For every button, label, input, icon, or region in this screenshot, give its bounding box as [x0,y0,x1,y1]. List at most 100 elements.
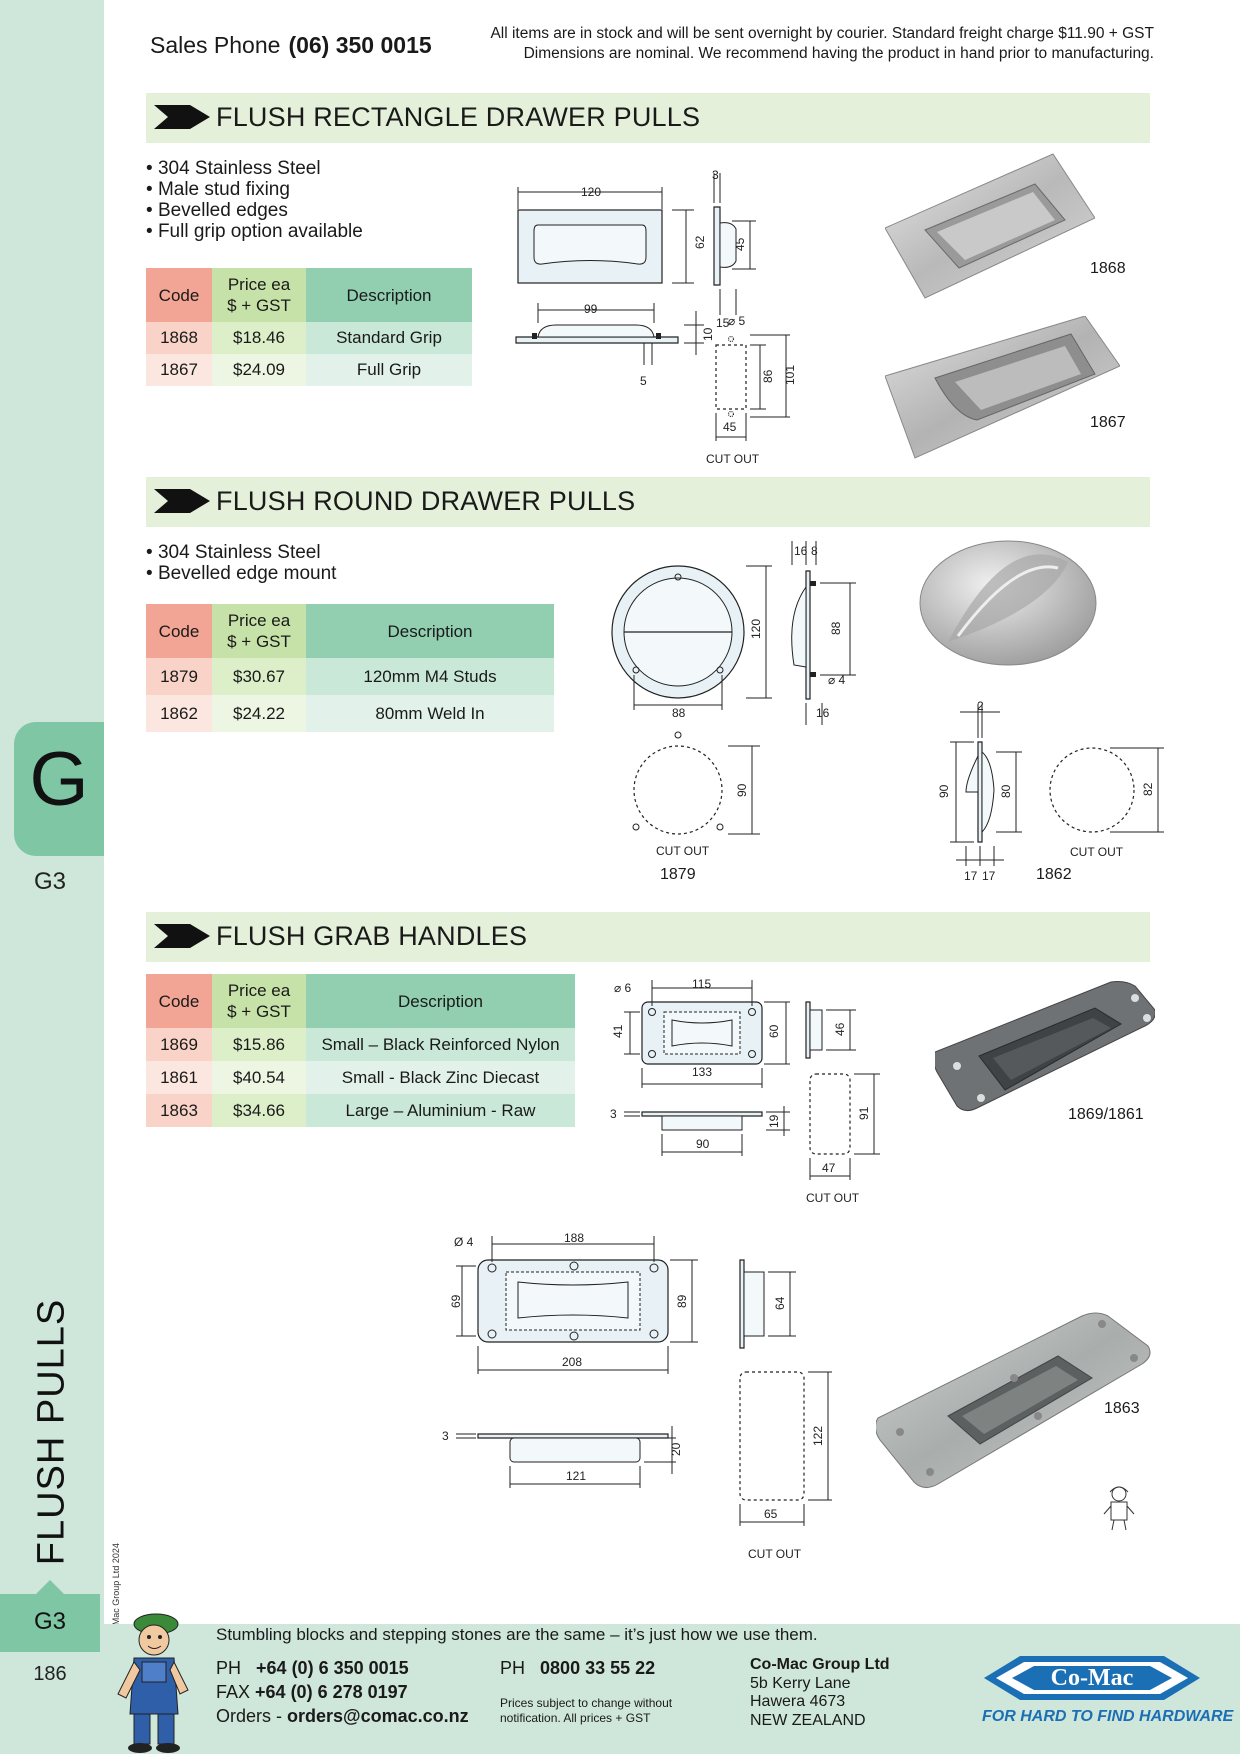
footer-freephone: PH 0800 33 55 22 [500,1658,656,1678]
svg-text:62: 62 [693,235,707,249]
product-photo-1868 [885,153,1095,299]
svg-text:⌀ 5: ⌀ 5 [728,314,746,328]
svg-text:133: 133 [692,1065,712,1079]
sales-number[interactable]: (06) 350 0015 [288,32,432,58]
notice-line-1: All items are in stock and will be sent … [490,25,1154,42]
svg-text:15: 15 [716,316,730,330]
sales-phone: Sales Phone(06) 350 0015 [150,32,432,59]
product-photo-1879 [919,540,1097,666]
col-code: Code [146,974,212,1028]
price-table: Code Price ea$ + GST Description 1869$15… [146,974,575,1127]
svg-text:120: 120 [581,185,601,199]
col-description: Description [306,604,554,658]
photo-label: 1867 [1090,414,1126,431]
svg-text:8: 8 [811,544,818,558]
svg-text:CUT OUT: CUT OUT [656,844,710,858]
feature-item: 304 Stainless Steel [146,158,363,179]
section-bar-round: FLUSH ROUND DRAWER PULLS [146,477,1150,527]
svg-text:CUT OUT: CUT OUT [748,1547,802,1561]
section-title: FLUSH GRAB HANDLES [216,921,528,951]
chevron-arrow-icon [154,489,210,513]
round-pull-1879-drawing: 120 88 16 8 88 ⌀ 4 16 90 CUT OUT [611,541,856,858]
svg-text:208: 208 [562,1355,582,1369]
mascot-icon [117,1613,189,1753]
notice-line-2: Dimensions are nominal. We recommend hav… [523,45,1154,62]
svg-text:88: 88 [829,621,843,635]
phone-number[interactable]: +64 (0) 6 350 0015 [256,1658,409,1678]
svg-text:Co-Mac: Co-Mac [1051,1665,1134,1691]
company-address: Co-Mac Group Ltd 5b Kerry Lane Hawera 46… [750,1656,890,1729]
svg-text:CUT OUT: CUT OUT [806,1191,860,1205]
bottom-tab-arrow [36,1580,64,1594]
feature-list: 304 Stainless Steel Bevelled edge mount [146,542,337,584]
col-code: Code [146,268,212,322]
svg-text:16: 16 [816,706,830,720]
bottom-tab [0,1594,100,1652]
col-description: Description [306,974,575,1028]
svg-text:90: 90 [696,1137,710,1151]
photo-label: 1868 [1090,260,1126,277]
svg-text:99: 99 [584,302,598,316]
feature-item: Full grip option available [146,221,363,242]
svg-text:65: 65 [764,1507,778,1521]
footer-contacts: PH +64 (0) 6 350 0015 FAX +64 (0) 6 278 … [216,1658,469,1726]
bottom-section-code: G3 [33,1608,66,1635]
svg-text:19: 19 [767,1114,781,1128]
svg-text:Ø 4: Ø 4 [454,1235,474,1249]
sidebar-strip [0,0,104,1754]
chevron-arrow-icon [154,924,210,948]
round-pull-1862-drawing: 2 90 80 17 17 82 CUT OUT [937,699,1164,883]
footer-tagline: Stumbling blocks and stepping stones are… [216,1625,818,1644]
svg-text:CUT OUT: CUT OUT [1070,845,1124,859]
col-price: Price ea$ + GST [212,974,306,1028]
svg-text:41: 41 [611,1024,625,1038]
section-code: G3 [33,868,66,895]
svg-text:69: 69 [449,1294,463,1308]
section-title: FLUSH ROUND DRAWER PULLS [216,486,636,516]
drawing-label: 1879 [660,866,696,883]
svg-text:45: 45 [723,420,737,434]
col-code: Code [146,604,212,658]
svg-text:88: 88 [672,706,686,720]
chevron-arrow-icon [154,105,210,129]
col-price: Price ea$ + GST [212,604,306,658]
comac-logo: Co-Mac [984,1656,1200,1700]
svg-text:90: 90 [937,784,951,798]
svg-text:115: 115 [692,977,711,991]
svg-text:91: 91 [857,1106,871,1120]
svg-text:82: 82 [1141,782,1155,796]
svg-text:⌀ 6: ⌀ 6 [614,981,632,995]
large-grab-handle-drawing: Ø 4 188 69 89 208 64 3 20 121 122 65 CUT… [442,1231,832,1561]
section-title: FLUSH RECTANGLE DRAWER PULLS [216,102,701,132]
col-price: Price ea$ + GST [212,268,306,322]
small-grab-handle-drawing: ⌀ 6 115 41 60 133 46 3 19 90 91 47 CUT O… [610,977,880,1205]
rectangle-pull-drawing: 120 62 3 45 15 99 10 5 ⌀ 5 86 101 45 CUT… [515,168,797,466]
svg-text:20: 20 [669,1442,683,1456]
svg-text:17: 17 [964,869,978,883]
orders-email[interactable]: orders@comac.co.nz [287,1706,469,1726]
price-table: Code Price ea$ + GST Description 1879$30… [146,604,554,732]
svg-text:⌀ 4: ⌀ 4 [828,673,846,687]
svg-text:89: 89 [675,1294,689,1308]
svg-text:3: 3 [712,168,719,182]
svg-text:17: 17 [982,869,996,883]
small-mascot-icon [1103,1486,1135,1531]
vertical-title: FLUSH PULLS [30,1298,73,1566]
section-bar-rectangle: FLUSH RECTANGLE DRAWER PULLS [146,93,1150,143]
fax-number: +64 (0) 6 278 0197 [255,1682,408,1702]
svg-text:47: 47 [822,1161,836,1175]
col-description: Description [306,268,472,322]
svg-text:3: 3 [442,1429,449,1443]
feature-item: Male stud fixing [146,179,363,200]
svg-text:46: 46 [833,1022,847,1036]
photo-label: 1869/1861 [1068,1106,1144,1123]
freephone-number[interactable]: 0800 33 55 22 [540,1658,656,1678]
svg-text:80: 80 [999,784,1013,798]
section-letter: G [29,737,89,822]
